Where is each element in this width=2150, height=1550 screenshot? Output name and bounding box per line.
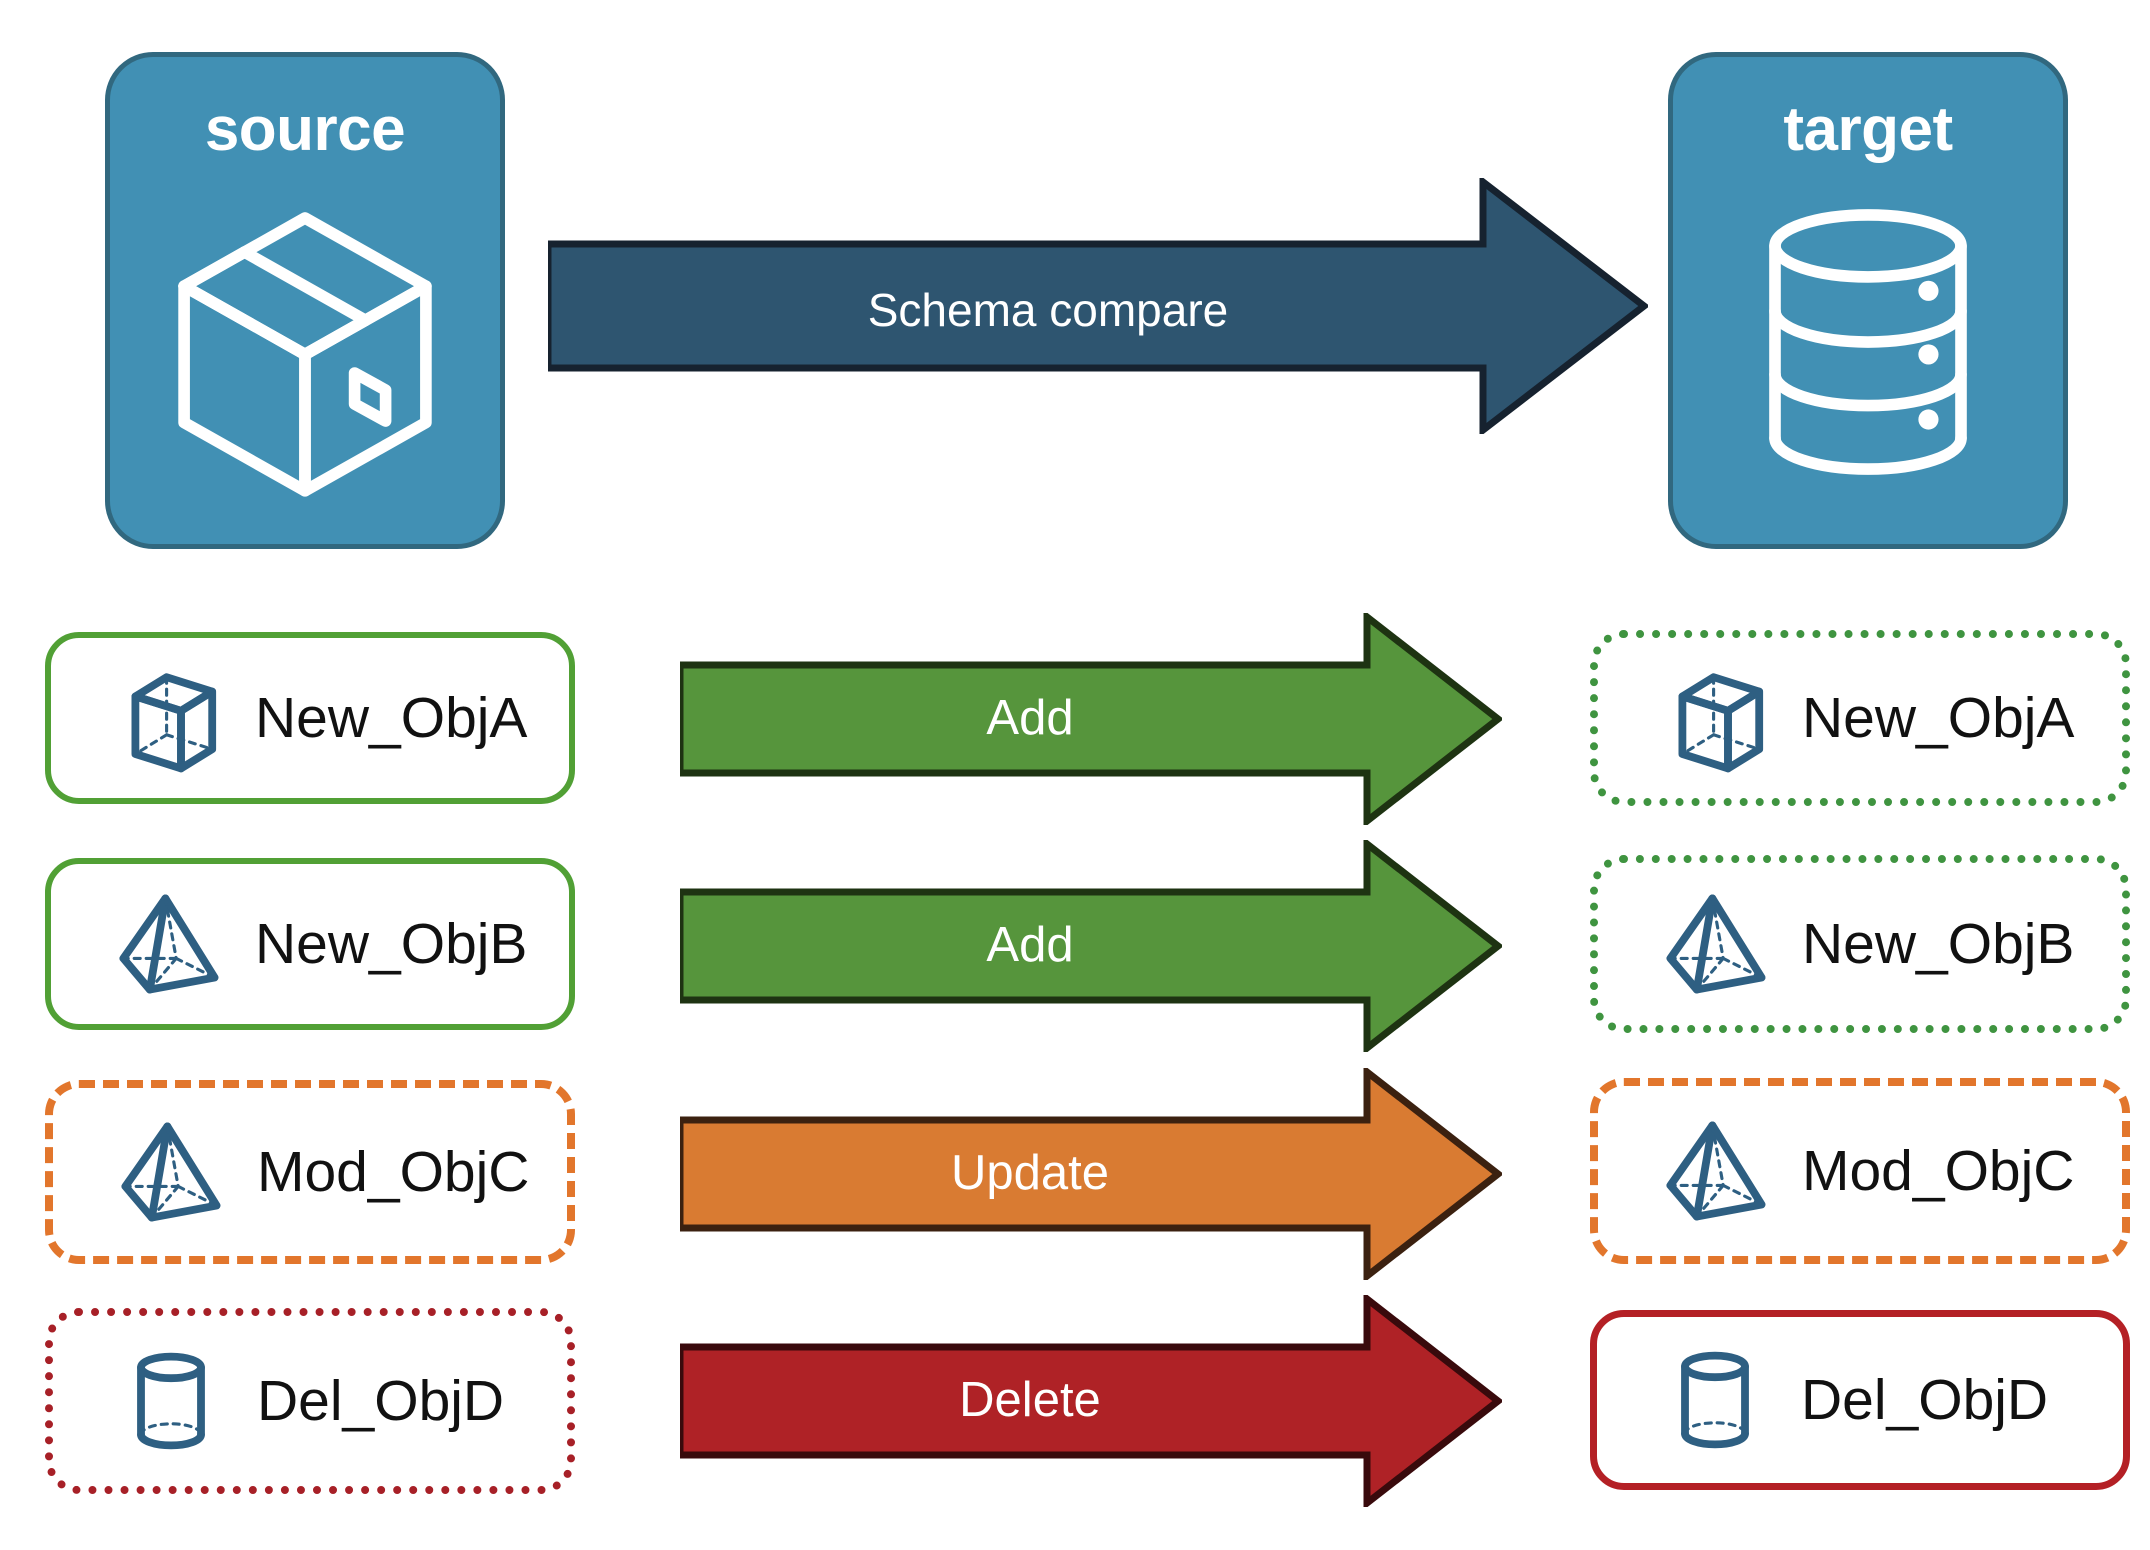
target-object-label: New_ObjB [1802,911,2075,976]
source-object-label: New_ObjB [255,911,528,976]
source-object-card[interactable]: New_ObjB [45,858,575,1030]
target-object-card[interactable]: Mod_ObjC [1590,1078,2130,1264]
source-endpoint-card[interactable]: source [105,52,505,549]
schema-compare-arrow[interactable] [548,178,1648,434]
wireframe-cube-icon [1656,658,1776,778]
update-arrow[interactable] [680,1068,1502,1280]
wireframe-pyramid-icon [1656,1111,1776,1231]
wireframe-cylinder-icon [111,1341,231,1461]
add-arrow[interactable] [680,840,1502,1052]
package-box-icon [150,187,460,497]
target-title: target [1783,95,1953,164]
database-cylinder-icon [1713,187,2023,497]
target-object-label: Del_ObjD [1801,1367,2049,1432]
source-object-label: Del_ObjD [257,1368,505,1433]
target-endpoint-card[interactable]: target [1668,52,2068,549]
delete-arrow[interactable] [680,1295,1502,1507]
source-object-card[interactable]: Mod_ObjC [45,1080,575,1264]
wireframe-pyramid-icon [111,1112,231,1232]
target-object-card[interactable]: Del_ObjD [1590,1310,2130,1490]
wireframe-pyramid-icon [109,884,229,1004]
wireframe-cylinder-icon [1655,1340,1775,1460]
source-object-label: Mod_ObjC [257,1139,530,1204]
target-object-label: Mod_ObjC [1802,1138,2075,1203]
source-object-card[interactable]: New_ObjA [45,632,575,804]
wireframe-cube-icon [109,658,229,778]
source-object-card[interactable]: Del_ObjD [45,1308,575,1494]
target-object-card[interactable]: New_ObjA [1590,630,2130,806]
target-object-label: New_ObjA [1802,685,2075,750]
source-title: source [204,95,406,164]
wireframe-pyramid-icon [1656,884,1776,1004]
source-object-label: New_ObjA [255,685,528,750]
add-arrow[interactable] [680,613,1502,825]
target-object-card[interactable]: New_ObjB [1590,855,2130,1033]
